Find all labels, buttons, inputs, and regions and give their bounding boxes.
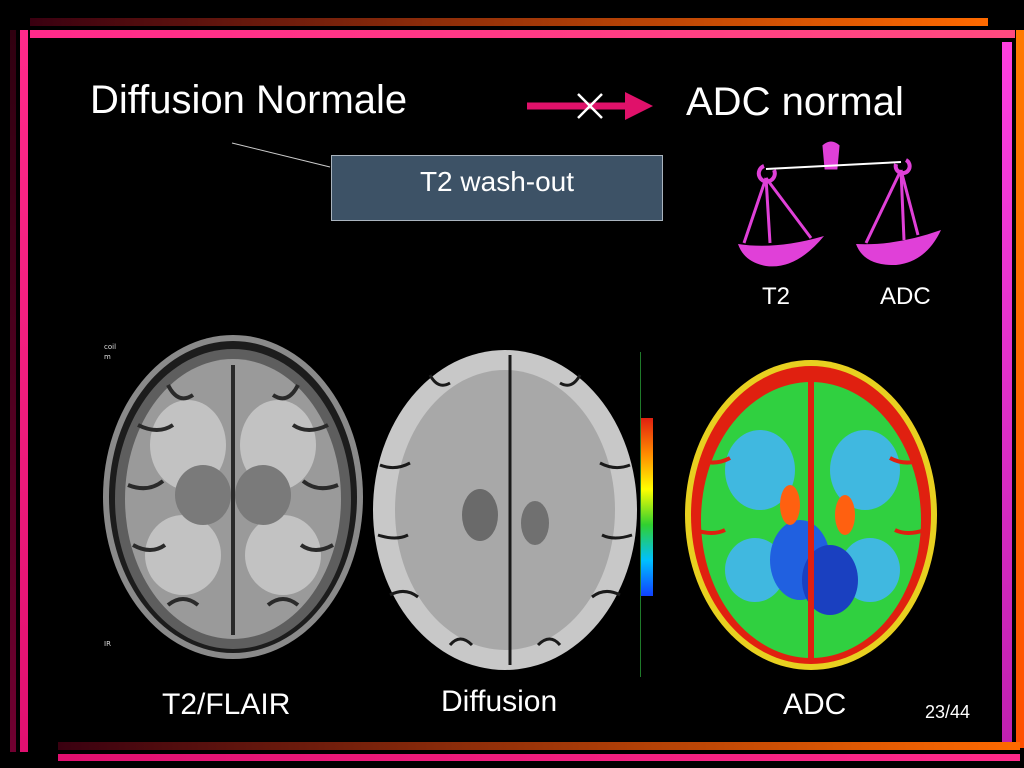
title-adc-normal: ADC normal <box>686 80 904 124</box>
t2-washout-text: T2 wash-out <box>419 166 575 197</box>
caption-adc: ADC <box>783 688 847 721</box>
title-diffusion-normale: Diffusion Normale <box>90 78 408 122</box>
left-dark-bar <box>10 30 16 752</box>
flair-overlay-top: coil <box>104 343 117 351</box>
top-magenta-bar <box>30 30 1015 38</box>
balance-scale-icon <box>738 141 941 267</box>
callout-line <box>231 142 331 168</box>
arrow-crossed-icon <box>527 92 653 120</box>
caption-flair: T2/FLAIR <box>162 688 291 721</box>
t2-washout-box: T2 wash-out <box>331 155 663 221</box>
page-number: 23/44 <box>925 702 971 722</box>
scale-label-adc: ADC <box>880 283 931 310</box>
right-orange-bar <box>1016 30 1024 748</box>
colorbar-axis-line <box>640 352 641 677</box>
left-magenta-bar <box>20 30 28 752</box>
top-orange-bar <box>30 18 988 26</box>
flair-overlay-bottom: IR <box>104 640 111 648</box>
bottom-magenta-bar <box>58 754 1020 761</box>
scale-label-t2: T2 <box>762 283 791 310</box>
right-pink-bar <box>1002 42 1012 748</box>
adc-brain-image <box>680 350 942 675</box>
caption-diffusion: Diffusion <box>441 685 558 718</box>
flair-overlay-mid: m <box>104 353 111 361</box>
adc-colorbar <box>641 418 653 596</box>
flair-brain-image <box>98 335 368 665</box>
bottom-orange-bar <box>58 742 1020 750</box>
diffusion-brain-image <box>370 345 640 675</box>
